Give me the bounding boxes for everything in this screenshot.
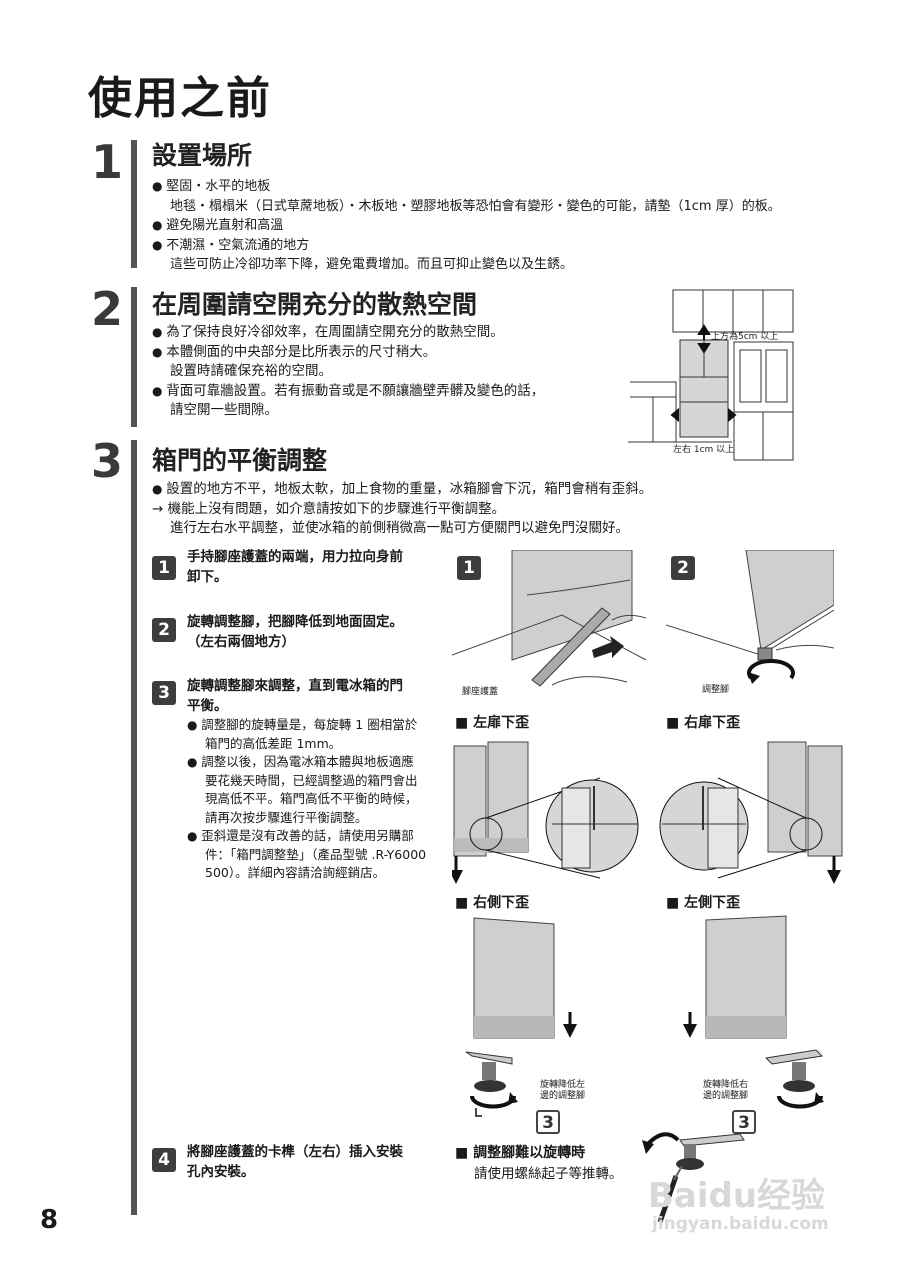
step-3-note: 要花幾天時間，已經調整過的箱門會出 (205, 772, 418, 788)
figure-screwdriver (642, 1132, 745, 1223)
section-1-body: 堅固・水平的地板 地毯・榻榻米（日式草蓆地板）・木板地・塑膠地板等恐怕會有變形・… (152, 177, 781, 275)
section-2-line: 為了保持良好冷卻效率，在周圍請空開充分的散熱空間。 (152, 323, 544, 343)
step-3-note: 調整腳的旋轉量是，每旋轉 1 圈相當於 (187, 716, 426, 735)
figure-2-badge: 2 (671, 556, 695, 580)
section-3-line: → 機能上沒有問題，如介意請按如下的步驟進行平衡調整。 (152, 500, 506, 517)
section-1-line: 避免陽光直射和高溫 (152, 216, 781, 236)
step-3-line: 旋轉調整腳來調整，直到電冰箱的門 (187, 678, 403, 694)
step-2-line: 旋轉調整腳，把腳降低到地面固定。 (187, 614, 403, 630)
section-3-number: 3 (90, 434, 123, 488)
section-1-line: 堅固・水平的地板 (152, 177, 781, 197)
step-4-line: 將腳座護蓋的卡榫（左右）插入安裝 (187, 1144, 403, 1160)
caption-right-door-tilt: 右扉下歪 (666, 712, 740, 732)
rotate-right-label-line: 旋轉降低右 (703, 1080, 749, 1090)
section-1-title: 設置場所 (152, 141, 253, 170)
section-1-line: 地毯・榻榻米（日式草蓆地板）・木板地・塑膠地板等恐怕會有變形・變色的可能，請墊（… (170, 198, 781, 214)
section-1-number: 1 (90, 135, 123, 189)
step-3-note: 500）。詳細內容請洽詢經銷店。 (205, 865, 386, 880)
figure-left-door-tilt (452, 741, 639, 884)
section-2-body: 為了保持良好冷卻效率，在周圍請空開充分的散熱空間。 本體側面的中央部分是比所表示… (152, 323, 544, 421)
figure-step-3-badge-right: 3 (732, 1110, 756, 1134)
step-3-badge: 3 (152, 681, 176, 705)
section-2-title: 在周圍請空開充分的散熱空間 (152, 290, 478, 319)
step-3-text: 旋轉調整腳來調整，直到電冰箱的門 平衡。 (187, 676, 403, 716)
section-1-bar (131, 140, 137, 268)
rotate-right-label: 旋轉降低右 邊的調整腳 (703, 1080, 748, 1102)
step-1-line: 手持腳座護蓋的兩端，用力拉向身前 (187, 549, 403, 565)
section-1-line: 不潮濕・空氣流通的地方 (152, 236, 781, 256)
step-3-note: 現高低不平。箱門高低不平衡的時候， (205, 791, 418, 806)
side-clearance-label: 左右 1cm 以上 (673, 443, 734, 455)
step-1-line: 卸下。 (187, 569, 228, 585)
hard-to-rotate-title: 調整腳難以旋轉時 (455, 1142, 585, 1162)
page-title: 使用之前 (88, 73, 272, 124)
top-clearance-label: 上方為5cm 以上 (711, 330, 778, 342)
section-2-number: 2 (90, 282, 123, 336)
step-4-badge: 4 (152, 1148, 176, 1172)
section-2-bar (131, 287, 137, 427)
section-2-line: 設置時請確保充裕的空間。 (170, 363, 332, 379)
step-2-line: （左右兩個地方） (187, 634, 295, 650)
watermark-url: jingyan.baidu.com (652, 1214, 829, 1234)
watermark-brand: Baidu经验 (648, 1176, 826, 1216)
section-3-title: 箱門的平衡調整 (152, 446, 328, 475)
step-3-notes: 調整腳的旋轉量是，每旋轉 1 圈相當於 箱門的高低差距 1mm。 調整以後，因為… (187, 716, 426, 883)
section-3-bar (131, 440, 137, 1215)
step-3-note: 請再次按步驟進行平衡調整。 (205, 809, 368, 825)
step-3-note: 件：「箱門調整墊」（產品型號 .R-Y6000 (205, 846, 427, 862)
step-1-badge: 1 (152, 556, 176, 580)
section-1-line: 這些可防止冷卻功率下降，避免電費增加。而且可抑止變色以及生銹。 (170, 257, 574, 272)
section-2-line: 背面可靠牆設置。若有振動音或是不願讓牆壁弄髒及變色的話， (152, 382, 544, 402)
rotate-left-label-line: 邊的調整腳 (540, 1091, 586, 1101)
rotate-left-label-line: 旋轉降低左 (540, 1080, 586, 1090)
caption-right-side-tilt: 右側下歪 (455, 892, 529, 912)
figure-left-side-tilt (683, 915, 824, 1109)
step-3-note: 調整以後，因為電冰箱本體與地板適應 (187, 753, 426, 772)
step-1-text: 手持腳座護蓋的兩端，用力拉向身前 卸下。 (187, 547, 403, 587)
step-3-note: 歪斜還是沒有改善的話，請使用另購部 (187, 827, 426, 846)
figure-turn-foot (666, 550, 834, 684)
caption-left-door-tilt: 左扉下歪 (455, 712, 529, 732)
figure-right-door-tilt (659, 741, 843, 884)
step-4-line: 孔內安裝。 (187, 1164, 255, 1180)
section-3-body: 設置的地方不平，地板太軟，加上食物的重量，冰箱腳會下沉，箱門會稍有歪斜。 → 機… (152, 480, 652, 539)
page-number: 8 (40, 1205, 59, 1235)
caption-left-side-tilt: 左側下歪 (666, 892, 740, 912)
step-3-line: 平衡。 (187, 698, 228, 714)
rotate-left-label: 旋轉降低左 邊的調整腳 (540, 1080, 585, 1102)
figure-step-3-badge-left: 3 (536, 1110, 560, 1134)
section-2-line: 請空開一些間隙。 (170, 402, 278, 418)
section-2-line: 本體側面的中央部分是比所表示的尺寸稍大。 (152, 343, 544, 363)
figure-remove-cover (452, 550, 646, 698)
step-3-note: 箱門的高低差距 1mm。 (205, 735, 342, 751)
step-2-text: 旋轉調整腳，把腳降低到地面固定。 （左右兩個地方） (187, 612, 403, 652)
step-4-text: 將腳座護蓋的卡榫（左右）插入安裝 孔內安裝。 (187, 1142, 403, 1182)
section-3-line: 設置的地方不平，地板太軟，加上食物的重量，冰箱腳會下沉，箱門會稍有歪斜。 (152, 480, 652, 500)
section-3-line: 進行左右水平調整，並使冰箱的前側稍微高一點可方便關門以避免門沒關好。 (170, 520, 629, 536)
figure-right-side-tilt (465, 917, 577, 1117)
figure-1-badge: 1 (457, 556, 481, 580)
rotate-right-label-line: 邊的調整腳 (703, 1091, 749, 1101)
figure-1-caption: 腳座護蓋 (462, 687, 499, 697)
figure-2-caption: 調整腳 (702, 685, 730, 695)
clearance-diagram: 上方為5cm 以上 左右 1cm 以上 (628, 289, 794, 461)
hard-to-rotate-text: 請使用螺絲起子等推轉。 (474, 1166, 623, 1182)
step-2-badge: 2 (152, 618, 176, 642)
